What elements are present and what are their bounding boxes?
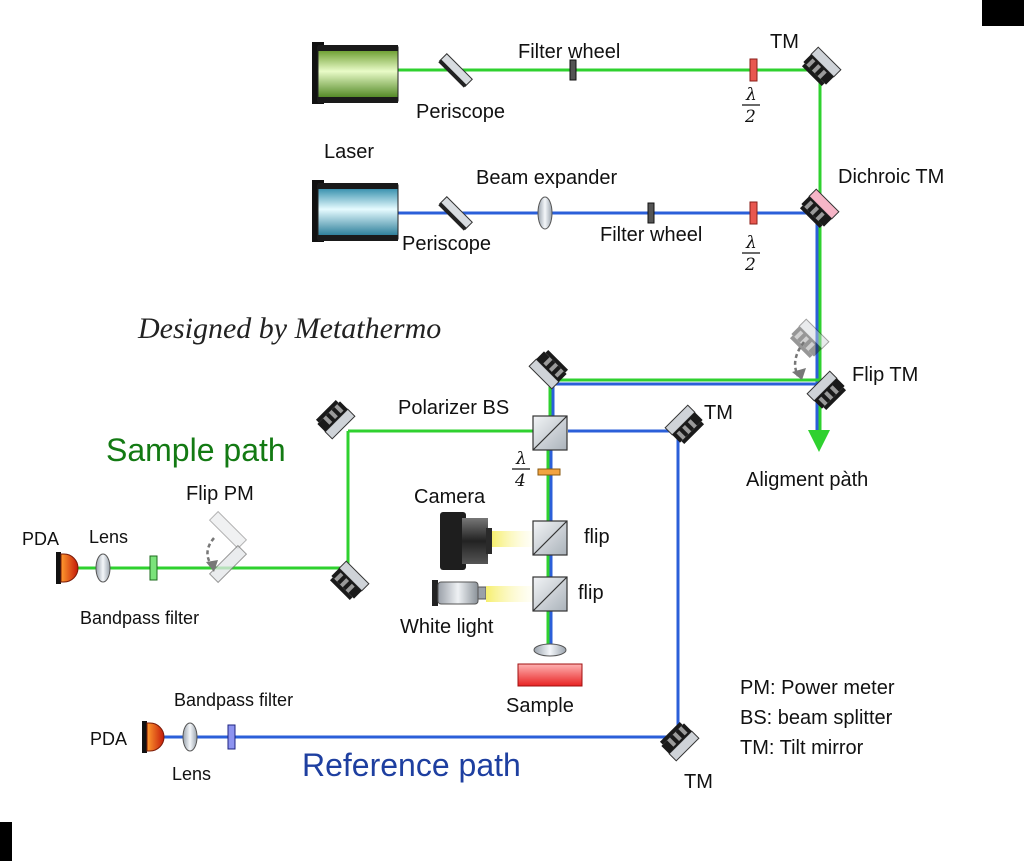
half-wave-label-top: λ 2 (742, 85, 760, 127)
half-wave-plate-top (749, 58, 758, 82)
pda-sample-label: PDA (22, 529, 59, 549)
alignment-path-label: Aligment pàth (746, 469, 868, 491)
flip-1-label: flip (584, 526, 610, 548)
dichroic-tm-label: Dichroic TM (838, 166, 944, 188)
corner-mark-top-right (982, 0, 1024, 26)
white-light-label: White light (400, 616, 494, 638)
filter-wheel-top-label: Filter wheel (518, 41, 620, 63)
tilt-mirror-bottom (658, 720, 700, 762)
bandpass-filter-sample (149, 555, 158, 581)
flip-pm-rotation-arrow (206, 537, 218, 572)
sample (517, 663, 583, 687)
laser-label: Laser (324, 141, 374, 163)
tm-bottom-label: TM (684, 771, 713, 793)
lens-sample-label: Lens (89, 527, 128, 547)
quarter-wave-label: λ 4 (512, 449, 530, 491)
beam-expander-label: Beam expander (476, 167, 618, 189)
legend-item-bs: BS: beam splitter (740, 707, 893, 729)
sample-label: Sample (506, 695, 574, 717)
green-laser (312, 42, 399, 104)
tm-top-label: TM (770, 31, 799, 53)
half-wave-plate-bottom (749, 201, 758, 225)
abbreviation-legend: PM: Power meter BS: beam splitter TM: Ti… (740, 677, 895, 759)
objective-lens (533, 643, 567, 657)
svg-text:λ: λ (745, 85, 757, 105)
credit-text: Designed by Metathermo (137, 312, 441, 345)
lens-ref-label: Lens (172, 764, 211, 784)
svg-text:2: 2 (744, 255, 756, 275)
periscope-bottom-label: Periscope (402, 233, 491, 255)
lens-sample (95, 553, 111, 583)
periscope-top (438, 53, 473, 88)
bandpass-sample-label: Bandpass filter (80, 608, 199, 628)
dichroic-mirror (798, 188, 840, 230)
filter-wheel-bottom (647, 202, 655, 224)
tilt-mirror-top (800, 46, 842, 88)
flip-tm-rotation-arrow (792, 341, 806, 380)
tilt-mirror-right (664, 404, 706, 446)
white-light-source (432, 580, 487, 606)
tm-right-label: TM (704, 402, 733, 424)
beam-paths (78, 68, 830, 739)
flip-tm-label: Flip TM (852, 364, 918, 386)
camera (440, 512, 492, 570)
flip-pm-ghost (208, 510, 248, 550)
flip-2-label: flip (578, 582, 604, 604)
flip-bs-1 (532, 520, 568, 556)
svg-text:λ: λ (515, 449, 527, 469)
pda-ref-label: PDA (90, 729, 127, 749)
filter-wheel-top (569, 59, 577, 81)
flip-tm (806, 370, 848, 412)
pda-sample (56, 552, 79, 584)
filter-wheel-bottom-label: Filter wheel (600, 224, 702, 246)
camera-label: Camera (414, 486, 486, 508)
periscope-top-label: Periscope (416, 101, 505, 123)
svg-text:λ: λ (745, 233, 757, 253)
flip-pm-label: Flip PM (186, 483, 254, 505)
corner-mark-bottom-left (0, 822, 12, 861)
bandpass-ref-label: Bandpass filter (174, 690, 293, 710)
lens-ref (182, 722, 198, 752)
beam-expander (537, 196, 553, 230)
white-light-beam (486, 586, 534, 602)
pda-ref (142, 721, 165, 753)
alignment-arrow (808, 430, 830, 452)
reference-path-title: Reference path (302, 747, 521, 783)
flip-pm (208, 544, 248, 584)
sample-path-title: Sample path (106, 432, 286, 468)
flip-bs-2 (532, 576, 568, 612)
svg-text:4: 4 (514, 471, 526, 491)
flip-tm-ghost (788, 318, 830, 360)
quarter-wave-plate (537, 468, 561, 476)
camera-light-beam (492, 531, 534, 547)
periscope-bottom (438, 196, 473, 231)
svg-text:2: 2 (744, 107, 756, 127)
blue-laser (312, 180, 399, 242)
legend-item-pm: PM: Power meter (740, 677, 895, 699)
half-wave-label-bottom: λ 2 (742, 233, 760, 275)
bandpass-filter-ref (227, 724, 236, 750)
polarizer-bs (532, 415, 568, 451)
legend-item-tm: TM: Tilt mirror (740, 737, 864, 759)
polarizer-bs-label: Polarizer BS (398, 397, 509, 419)
